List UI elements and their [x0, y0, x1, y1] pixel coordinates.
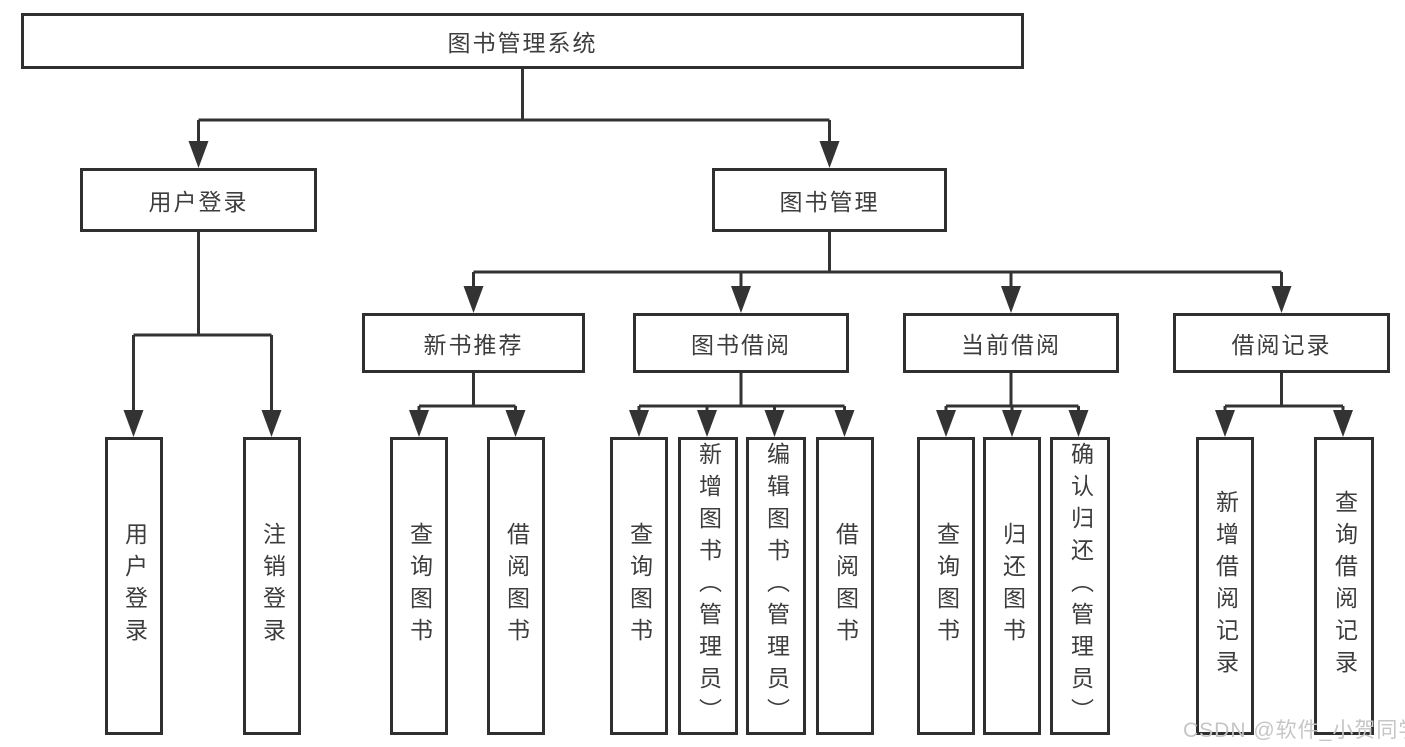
arrowhead	[409, 410, 429, 437]
node-new-book-recommend: 新书推荐	[362, 313, 585, 373]
edge-user-login-to-leaves	[123, 232, 282, 437]
leaf-label: 借阅图书	[503, 522, 530, 650]
leaf-label: 归还图书	[999, 522, 1026, 650]
leaf-cb-return-books: 归还图书	[983, 437, 1041, 735]
connector-line	[944, 373, 1080, 412]
leaf-cb-query-books: 查询图书	[917, 437, 975, 735]
arrowhead	[1333, 410, 1353, 437]
arrowhead	[1001, 286, 1021, 313]
edge-borrow-records-to-leaves	[1215, 373, 1353, 437]
arrowhead	[834, 410, 855, 437]
leaf-nb-borrow-books: 借阅图书	[487, 437, 545, 735]
node-current-borrowing: 当前借阅	[903, 313, 1119, 373]
arrowhead	[188, 141, 209, 168]
node-user-login: 用户登录	[80, 168, 317, 232]
arrowhead	[123, 410, 144, 437]
connector-line	[1223, 373, 1345, 412]
arrowhead	[1215, 410, 1235, 437]
leaf-label: 借阅图书	[832, 522, 859, 650]
node-borrow-records: 借阅记录	[1173, 313, 1390, 373]
connector-line	[417, 373, 517, 412]
node-book-management: 图书管理	[712, 168, 947, 232]
connector-line	[472, 232, 1283, 288]
arrowhead	[731, 286, 751, 313]
connector-line	[197, 69, 831, 143]
arrowhead	[1068, 410, 1089, 437]
leaf-bb-query-books: 查询图书	[610, 437, 668, 735]
arrowhead	[697, 410, 717, 437]
edge-new-book-recommend-to-leaves	[409, 373, 526, 437]
leaf-user-login: 用户登录	[105, 437, 163, 735]
arrowhead	[1002, 410, 1022, 437]
arrowhead	[1271, 286, 1292, 313]
node-library-management-system: 图书管理系统	[21, 13, 1024, 69]
arrowhead	[936, 410, 956, 437]
arrowhead	[463, 286, 484, 313]
edge-current-borrowing-to-leaves	[936, 373, 1089, 437]
leaf-label: 注销登录	[259, 522, 286, 650]
connector-line	[132, 232, 273, 412]
leaf-logout: 注销登录	[243, 437, 301, 735]
leaf-label: 编辑图书（管理员）	[763, 442, 790, 730]
node-book-borrowing: 图书借阅	[633, 313, 849, 373]
arrowhead	[505, 410, 526, 437]
leaf-cb-confirm-return-admin: 确认归还（管理员）	[1050, 437, 1110, 735]
edge-root-to-level2	[188, 69, 840, 168]
edge-book-borrowing-to-leaves	[629, 373, 855, 437]
leaf-bb-add-books-admin: 新增图书（管理员）	[678, 437, 738, 735]
arrowhead	[819, 141, 840, 168]
connector-line	[637, 373, 846, 412]
leaf-label: 查询图书	[933, 522, 960, 650]
leaf-label: 查询图书	[626, 522, 653, 650]
arrowhead	[764, 410, 785, 437]
leaf-label: 新增图书（管理员）	[695, 442, 722, 730]
arrowhead	[261, 410, 282, 437]
leaf-br-add-record: 新增借阅记录	[1196, 437, 1254, 735]
leaf-bb-borrow-books: 借阅图书	[816, 437, 874, 735]
leaf-label: 查询图书	[406, 522, 433, 650]
edge-book-management-to-level3	[463, 232, 1292, 313]
leaf-label: 确认归还（管理员）	[1067, 442, 1094, 730]
arrowhead	[629, 410, 649, 437]
leaf-br-query-record: 查询借阅记录	[1314, 437, 1374, 735]
leaf-nb-query-books: 查询图书	[390, 437, 448, 735]
leaf-bb-edit-books-admin: 编辑图书（管理员）	[746, 437, 806, 735]
leaf-label: 新增借阅记录	[1212, 490, 1239, 682]
leaf-label: 查询借阅记录	[1331, 490, 1358, 682]
csdn-watermark: CSDN @软件_小贺同学	[1183, 719, 1405, 742]
leaf-label: 用户登录	[121, 522, 148, 650]
